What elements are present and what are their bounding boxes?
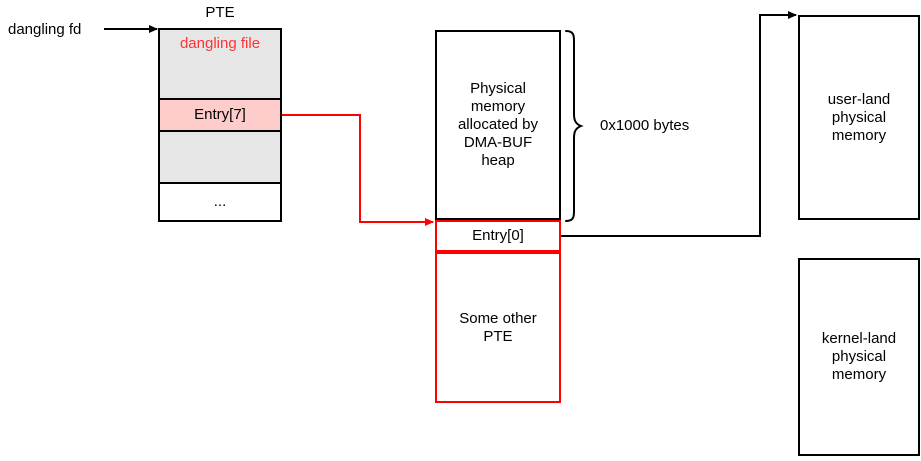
pte-row-divider-2 [158,130,282,132]
entry0-to-userland-connector [561,11,797,237]
pte-row-divider-3 [158,182,282,184]
some-other-pte-box[interactable]: Some other PTE [435,252,561,403]
pte-row-dangling-file-label: dangling file [179,35,261,52]
kernel-land-physical-memory-box[interactable]: kernel-land physical memory [798,258,920,456]
user-land-physical-memory-box[interactable]: user-land physical memory [798,15,920,220]
pte-table [158,28,282,222]
pte-row-ellipsis-label: ... [213,193,227,210]
pte-row-entry7[interactable]: Entry[7] [160,100,280,130]
pte-row-dangling-file[interactable]: dangling file [160,30,280,98]
pte-row-empty[interactable] [160,132,280,182]
pte-row-entry7-label: Entry[7] [194,106,246,123]
kernel-land-physical-memory-label: kernel-land physical memory [821,330,897,383]
entry0-box[interactable]: Entry[0] [435,220,561,252]
entry7-to-entry0-red-connector [280,114,434,226]
physical-memory-label: Physical memory allocated by DMA-BUF hea… [457,80,539,169]
entry0-label: Entry[0] [472,227,524,244]
physical-memory-box[interactable]: Physical memory allocated by DMA-BUF hea… [435,30,561,220]
user-land-physical-memory-label: user-land physical memory [827,90,891,144]
pte-row-ellipsis[interactable]: ... [160,184,280,220]
pte-row-empty-label [160,132,280,182]
pte-row-divider-1 [158,98,282,100]
size-brace [565,30,584,222]
some-other-pte-label: Some other PTE [459,309,537,345]
